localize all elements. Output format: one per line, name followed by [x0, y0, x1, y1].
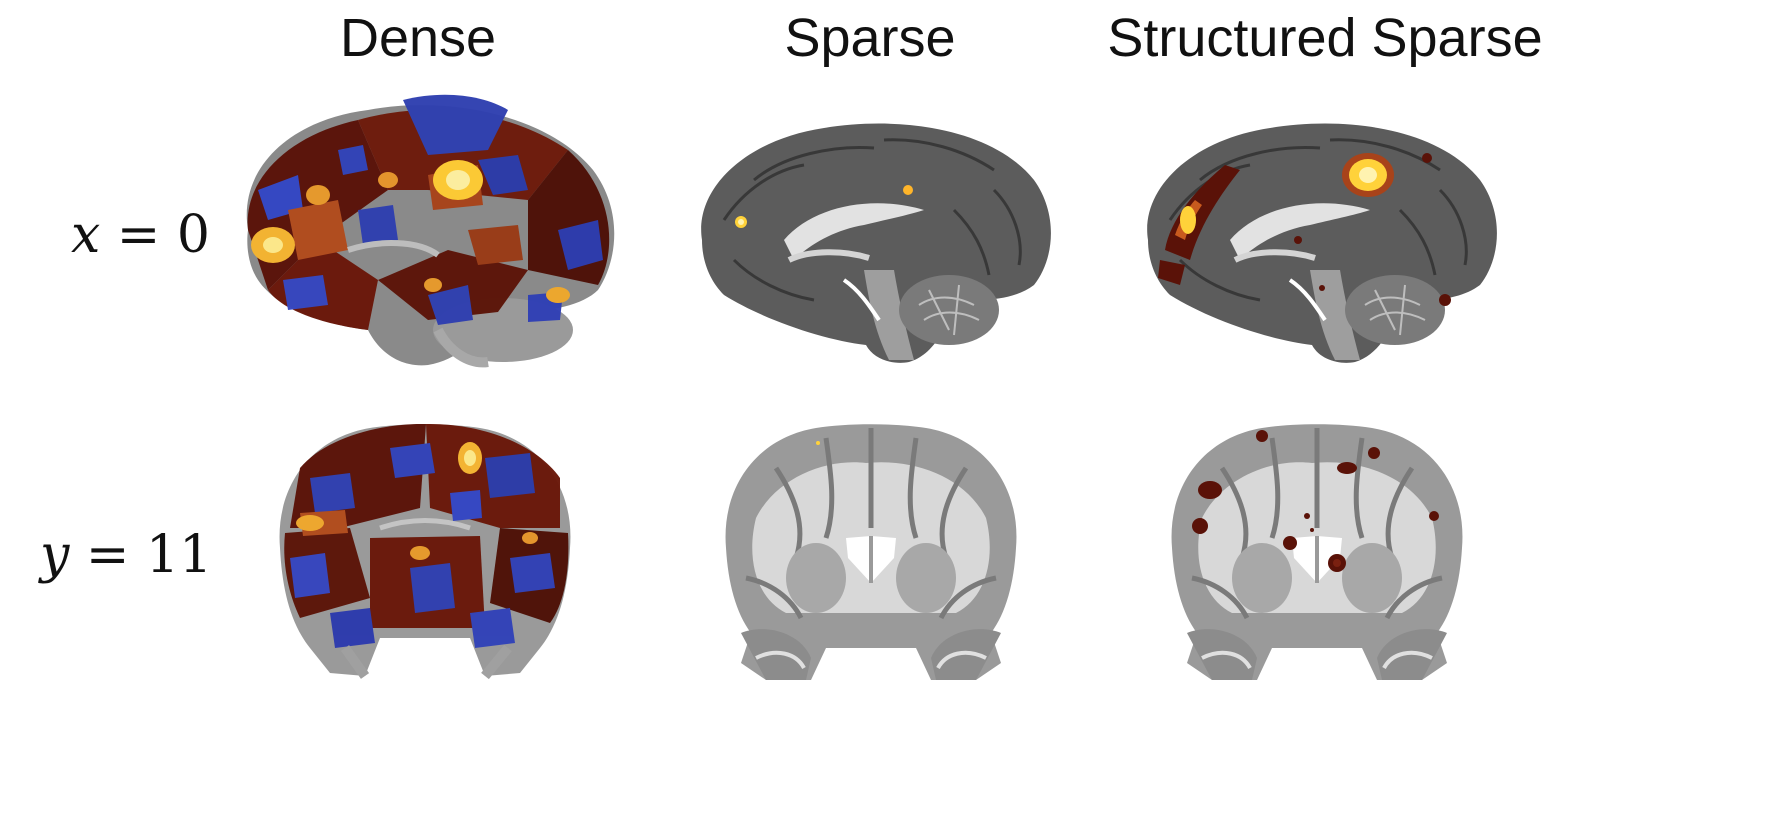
brain-sagittal-dense-image: [246, 94, 615, 368]
brain-coronal-sparse-image: [725, 424, 1017, 680]
brain-sagittal-structured-image: [1147, 123, 1497, 363]
column-title-sparse: Sparse: [784, 8, 956, 68]
brain-coronal-structured-image: [1171, 424, 1463, 680]
row-label-y11: y = 11: [40, 525, 213, 585]
panel-dense-coronal: [270, 418, 582, 683]
row-label-y11-value: 11: [146, 525, 213, 585]
row-label-x0-eq: =: [116, 205, 161, 265]
row-label-y11-eq: =: [85, 525, 130, 585]
panel-structured-sparse-coronal: [1162, 418, 1472, 683]
panel-structured-sparse-sagittal: [1140, 110, 1500, 370]
panel-sparse-coronal: [716, 418, 1026, 683]
panel-dense-sagittal: [228, 80, 623, 370]
cerebellum: [1345, 275, 1445, 345]
brain-outline: [701, 123, 1051, 363]
row-label-y11-var: y: [40, 525, 70, 585]
brainstem: [864, 270, 914, 360]
brain-sagittal-sparse-image: [701, 123, 1051, 363]
panel-sparse-sagittal: [694, 110, 1054, 370]
brainstem: [1310, 270, 1360, 360]
column-title-structured-sparse: Structured Sparse: [1107, 8, 1543, 68]
brain-coronal-dense-image: [279, 423, 571, 680]
row-label-x0-value: 0: [176, 205, 210, 265]
corpus-callosum: [784, 203, 924, 260]
corpus-callosum: [1230, 203, 1370, 260]
column-title-dense: Dense: [339, 8, 497, 68]
brain-outline: [1147, 123, 1497, 363]
row-label-x0: x = 0: [60, 205, 210, 265]
row-label-x0-var: x: [70, 205, 101, 265]
cerebellum: [899, 275, 999, 345]
